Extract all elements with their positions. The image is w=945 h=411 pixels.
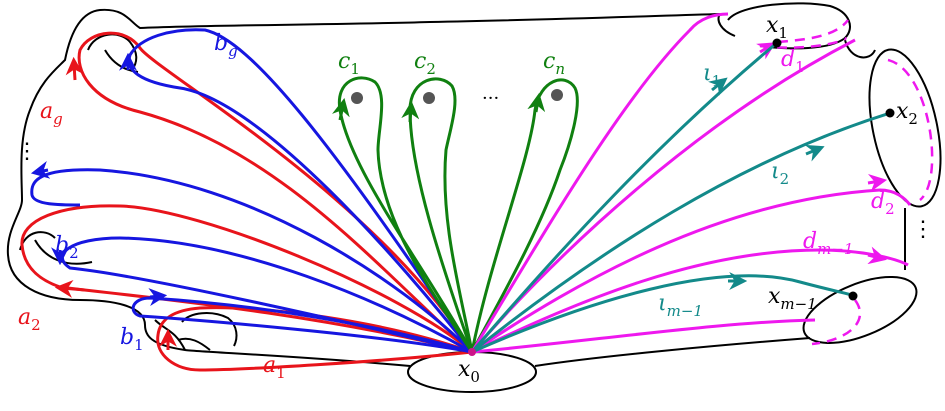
label-ag: ag [40,99,63,128]
label-cn: cn [543,49,565,78]
label-a1: a1 [263,353,286,382]
label-dots-right: ⋮ [912,217,934,242]
boundary-x2 [868,48,942,208]
curve-b1-arrow [148,288,168,307]
curve-c1 [337,76,474,353]
curve-cn-arrow [527,92,546,113]
puncture-cn [551,89,563,101]
point-x1 [772,38,782,48]
b-curves [30,28,474,354]
label-i2: ι2 [771,159,789,188]
label-xm1: xm−1 [768,284,817,313]
curve-ag-arrow [65,56,84,81]
boundary-xm1-dashed [811,299,862,346]
handle-a1-lower [177,337,211,351]
handle-b2-upper [19,231,56,251]
label-c2: c2 [414,49,436,78]
label-im1: ιm−1 [658,291,703,320]
boundary-xm1 [802,276,918,344]
curve-cn [470,78,579,353]
label-dots-c: ··· [482,88,499,109]
label-c1: c1 [338,49,360,78]
curve-c2-arrow [401,100,420,123]
base-point-x0 [468,348,476,356]
curve-b-mid [30,168,474,354]
curve-d2 [471,188,912,354]
curve-dm1-arrow [867,246,887,265]
boundary-x2-dashed [887,58,934,201]
label-d2: d2 [871,189,895,218]
curve-a2 [20,204,473,354]
label-i1: ι1 [703,61,721,90]
curve-d1-arrow [756,42,777,60]
label-a2: a2 [18,305,41,334]
c-curves [332,76,579,353]
curve-d1 [470,12,729,353]
curve-ag [77,31,474,354]
label-dm1: dm−1 [803,229,853,258]
curve-i2-arrow [804,144,825,162]
curve-i1-arrow [707,77,728,96]
curve-d2-arrow [867,173,888,192]
curve-c2 [408,77,474,353]
curve-i1 [470,40,779,353]
label-d1: d1 [781,47,805,76]
points [351,38,895,356]
point-x2 [885,108,895,118]
label-x0: x0 [458,357,480,386]
curve-i2 [471,111,891,354]
boundary-x1-solid [727,2,851,50]
label-x1: x1 [766,13,788,42]
label-dots-left: ⋮ [16,139,38,164]
boundary-x1-dashed [759,19,850,49]
curve-a2-arrow [54,279,86,298]
label-x2: x2 [896,99,918,128]
iota-curves [470,40,891,354]
surface-outer-boundary [6,8,721,367]
label-b1: b1 [120,325,144,354]
point-xm1 [848,291,858,301]
curve-c1-arrow [332,97,350,121]
a-curves [20,31,474,372]
boundary-dashed-halves [759,19,934,346]
curve-b-mid-arrow [30,161,51,179]
label-bg: bg [214,31,238,60]
label-b2: b2 [55,233,79,262]
surface-bottom-right [534,337,811,367]
boundary-x1-back [717,13,736,37]
puncture-c2 [423,92,435,104]
curve-bottom-right [471,318,816,354]
handle-a1-upper [181,312,238,347]
labels: a1 a2 ag b1 b2 bg c1 c2 cn ··· ⋮ ⋮ d1 d2… [16,13,934,386]
puncture-c1 [351,92,363,104]
